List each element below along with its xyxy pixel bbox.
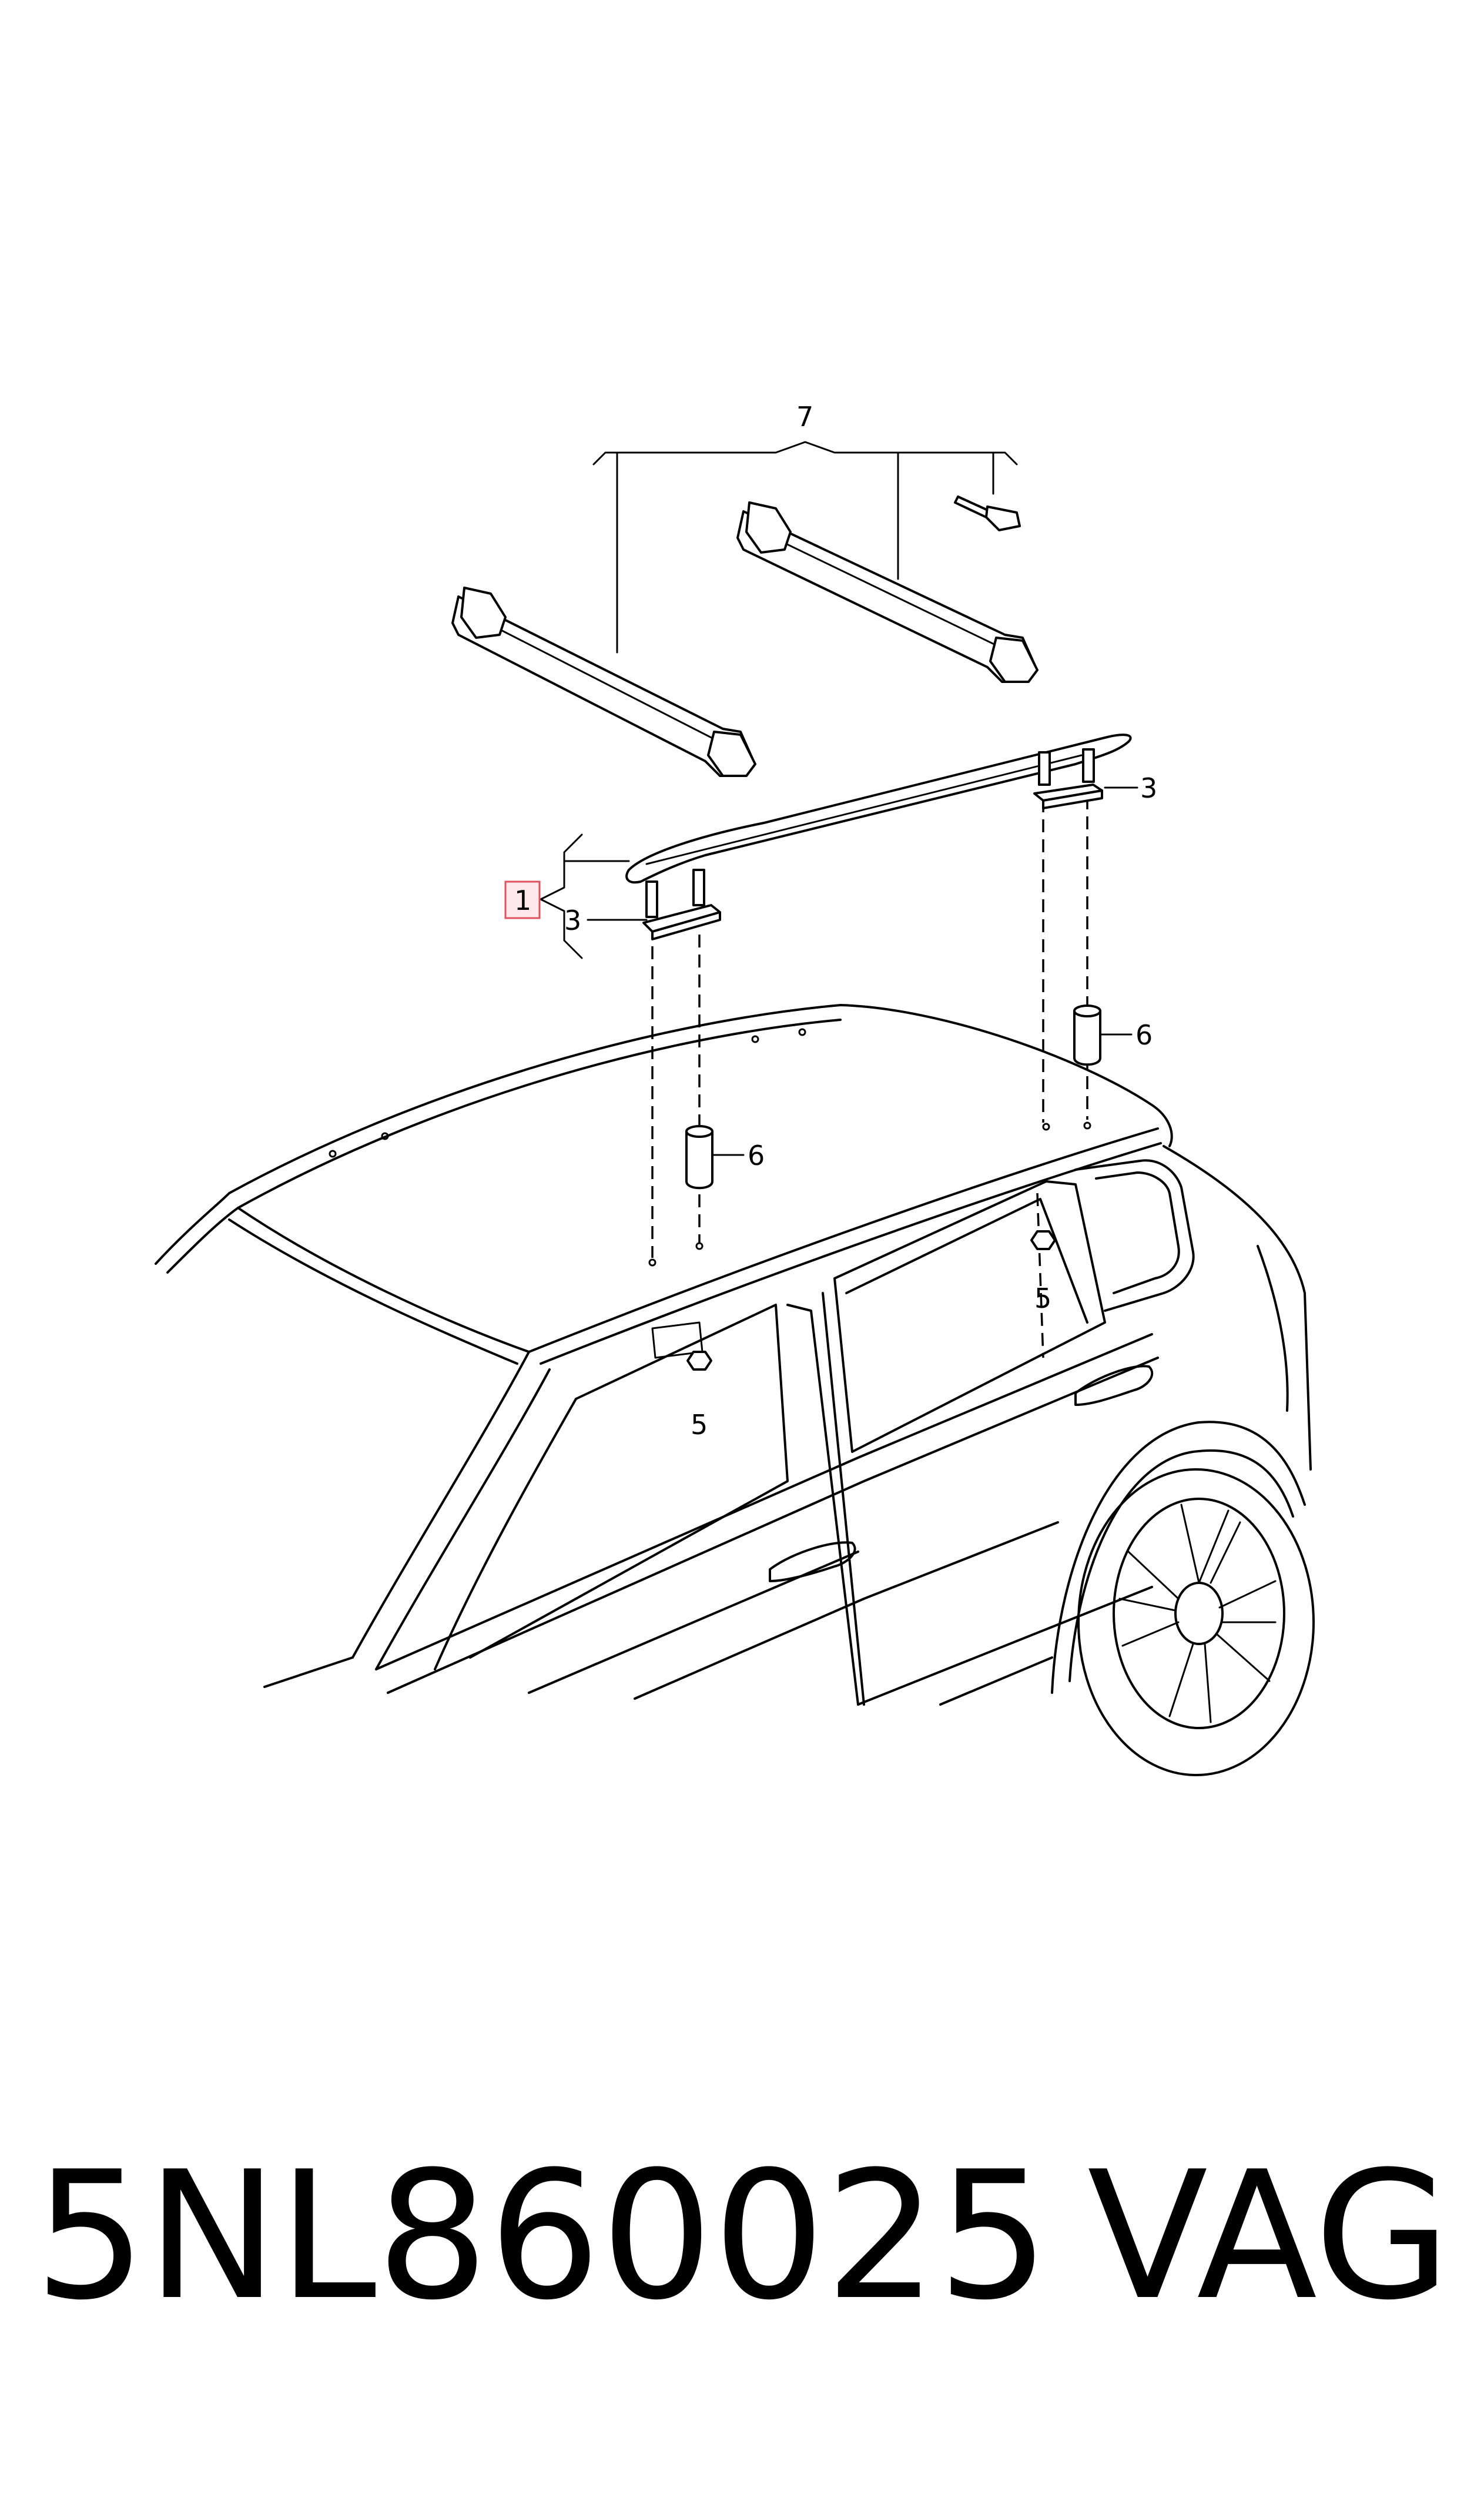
callout-7-label: 7 (796, 401, 813, 433)
crossbar-rear (736, 501, 1039, 683)
brand-name: VAG (1087, 2134, 1451, 2339)
callout-3-right-label: 3 (1140, 772, 1157, 804)
callout-5-right-label: 5 (1034, 1283, 1051, 1314)
assembly-lines (651, 796, 1088, 1358)
leaders (587, 786, 1138, 1156)
mount-left (642, 869, 721, 940)
mount-right (1033, 748, 1103, 809)
bar-key (954, 495, 1021, 531)
nut-left (686, 1351, 712, 1371)
callout-5-left-label: 5 (691, 1409, 708, 1441)
callout-6-left-label: 6 (748, 1140, 765, 1171)
callout-6-right-label: 6 (1135, 1019, 1153, 1051)
spacer-left (685, 1125, 713, 1190)
crossbar-front (451, 587, 756, 777)
callout-3-left-label: 3 (564, 905, 581, 936)
part-number: 5NL860025 (34, 2134, 1050, 2339)
car-body (155, 1004, 1315, 1776)
spacer-right (1073, 1004, 1101, 1066)
callout-7-bracket (592, 441, 1018, 654)
callout-1-bracket (540, 833, 630, 959)
nut-right (1030, 1230, 1056, 1250)
callout-1-highlight (504, 880, 541, 919)
callout-1-label: 1 (514, 885, 531, 916)
roof-rail (625, 734, 1132, 884)
